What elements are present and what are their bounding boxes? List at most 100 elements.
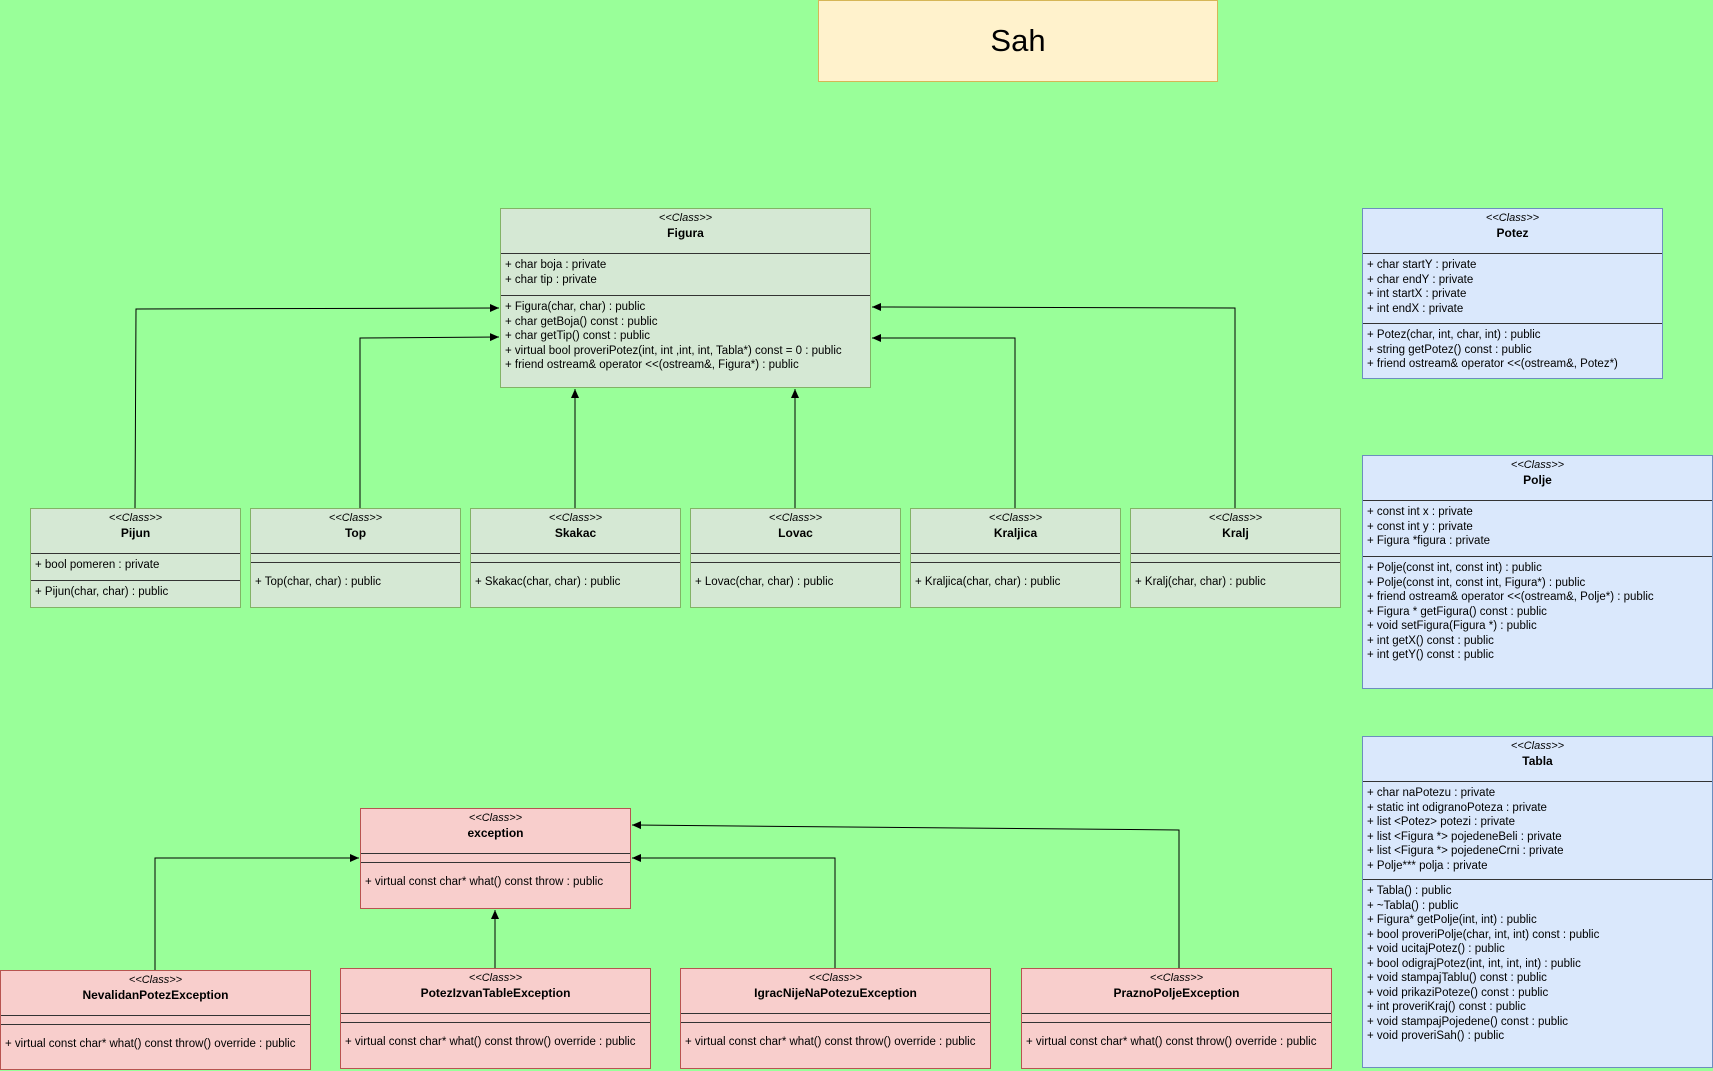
class-stereotype: <<Class>> [988,512,1043,524]
method-line: + char getTip() const : public [505,330,650,342]
class-header: <<Class>> Top [251,509,460,554]
class-methods: + Pijun(char, char) : public [31,581,240,604]
class-methods: + Skakac(char, char) : public [471,563,680,594]
class-header: <<Class>>exception [361,809,630,854]
class-header: <<Class>>Skakac [471,509,680,554]
method-line: + void ucitajPotez() : public [1367,943,1505,955]
diagram-title: Sah [990,23,1046,58]
class-kralj[interactable]: <<Class>> Kralj + Kralj(char, char) : publ… [1130,508,1341,608]
method-line: + Figura(char, char) : public [505,301,646,313]
method-line: + Top(char, char) : public [255,576,382,588]
attribute-line: + Figura *figura : private [1367,535,1491,547]
class-name: Skakac [554,526,597,540]
method-line: + Skakac(char, char) : public [475,576,621,588]
class-methods: + virtual const char* what() const throw… [361,863,630,894]
class-tabla[interactable]: <<Class>>Tabla+ char naPotezu : private+… [1362,736,1713,1068]
method-line: + Lovac(char, char) : public [695,576,834,588]
class-header: <<Class>>Pijun [31,509,240,554]
attribute-line: + char startY : private [1367,259,1477,271]
method-line: + int getX() const : public [1367,634,1494,647]
attribute-line: + const int y : private [1367,520,1473,533]
class-skakac[interactable]: <<Class>>Skakac + Skakac(char, char) : pu… [470,508,681,608]
class-nevalidan[interactable]: <<Class>>NevalidanPotezException+ virtua… [0,970,311,1070]
attribute-line: + char endY : private [1367,273,1474,286]
method-line: + Figura * getFigura() const : public [1367,605,1547,618]
class-figura[interactable]: <<Class>>Figura+ char boja : private+ ch… [500,208,871,388]
method-line: + virtual const char* what() const throw… [1026,1036,1317,1048]
attribute-line: + char naPotezu : private [1367,787,1496,799]
class-header: <<Class>>Polje [1363,456,1712,501]
class-header: <<Class>>PraznoPoljeException [1022,969,1331,1014]
class-top[interactable]: <<Class>> Top + Top(char, char) : public [250,508,461,608]
class-name: Kraljica [993,526,1038,540]
class-stereotype: <<Class>> [1208,512,1263,524]
method-line: + Tabla() : public [1367,885,1452,897]
class-header: <<Class>> Kraljica [911,509,1120,554]
class-name: Top [344,526,367,540]
class-name: Kralj [1222,526,1249,540]
method-line: + char getBoja() const : public [505,315,658,328]
class-prazno[interactable]: <<Class>>PraznoPoljeException + virtual c… [1021,968,1332,1069]
class-methods: + Figura(char, char) : public + char getB… [501,296,870,377]
class-name: Pijun [120,526,151,540]
method-line: + string getPotez() const : public [1367,343,1532,356]
class-methods: + Kraljica(char, char) : public [911,563,1120,594]
method-line: + virtual const char* what() const throw… [365,876,604,888]
class-attributes: + const int x : private+ const int y : p… [1363,501,1712,557]
class-stereotype: <<Class>> [1510,740,1565,752]
method-line: + void setFigura(Figura *) : public [1367,620,1537,632]
method-line: + friend ostream& operator <<(ostream&, … [1367,358,1618,370]
method-line: + virtual const char* what() const throw… [685,1036,976,1048]
class-header: <<Class>> Kralj [1131,509,1340,554]
class-methods: + virtual const char* what() const throw… [1,1025,310,1056]
attribute-line: + list <Potez> potezi : private [1367,816,1515,828]
attribute-line: + char tip : private [505,273,597,286]
class-attributes [1022,1014,1331,1023]
method-line: + Polje(const int, const int, Figura*) :… [1367,576,1586,589]
class-stereotype: <<Class>> [328,512,383,524]
class-attributes: + char naPotezu : private+ static int od… [1363,782,1712,880]
class-polje[interactable]: <<Class>>Polje+ const int x : private+ c… [1362,455,1713,689]
method-line: + ~Tabla() : public [1367,899,1459,912]
class-izvan[interactable]: <<Class>>PotezIzvanTableException + virtu… [340,968,651,1069]
edge-pijun-figura [134,304,500,509]
class-potez[interactable]: <<Class>>Potez+ char startY : private+ c… [1362,208,1663,379]
method-line: + Polje(const int, const int) : public [1367,562,1542,574]
method-line: + Kralj(char, char) : public [1135,576,1266,588]
class-header: <<Class>>PotezIzvanTableException [341,969,650,1014]
class-name: Tabla [1522,754,1553,768]
class-methods: + Kralj(char, char) : public [1131,563,1340,594]
edge-top-figura [359,333,500,508]
edge-kralj-figura [871,303,1236,508]
method-line: + Pijun(char, char) : public [35,586,169,598]
class-lovac[interactable]: <<Class>>Lovac+ Lovac(char, char) : publ… [690,508,901,608]
method-line: + Figura* getPolje(int, int) : public [1367,914,1537,926]
class-header: <<Class>>Figura [501,209,870,254]
class-attributes [1,1016,310,1025]
class-attributes [361,854,630,863]
class-methods: + Tabla() : public + ~Tabla() : public + F… [1363,880,1712,1048]
edge-prazno-exception [631,821,1180,968]
class-igrac[interactable]: <<Class>>IgracNijeNaPotezuException+ vir… [680,968,991,1069]
class-attributes: + char startY : private + char endY : pri… [1363,254,1662,324]
class-stereotype: <<Class>> [1485,212,1540,224]
method-line: + void prikaziPoteze() const : public [1367,986,1549,999]
attribute-line: + int endX : private [1367,302,1464,315]
class-pijun[interactable]: <<Class>>Pijun+ bool pomeren : private + … [30,508,241,608]
class-methods: + virtual const char* what() const throw… [1022,1023,1331,1054]
class-stereotype: <<Class>> [468,972,523,984]
class-header: <<Class>> Tabla [1363,737,1712,782]
attribute-line: + list <Figura *> pojedeneCrni : private [1367,845,1564,857]
method-line: + bool odigrajPotez(int, int, int, int) … [1367,957,1581,970]
class-methods: + Polje(const int, const int) : public + … [1363,557,1712,667]
class-methods: + virtual const char* what() const throw… [341,1023,650,1054]
class-exception[interactable]: <<Class>>exception + virtual const char* … [360,808,631,909]
class-stereotype: <<Class>> [808,972,863,984]
class-attributes [681,1014,990,1023]
class-attributes [1131,554,1340,563]
class-kraljica[interactable]: <<Class>> Kraljica + Kraljica(char, char) … [910,508,1121,608]
method-line: + friend ostream& operator <<(ostream&, … [505,359,799,371]
class-attributes: + bool pomeren : private [31,554,240,581]
attribute-line: + list <Figura *> pojedeneBeli : private [1367,830,1562,843]
